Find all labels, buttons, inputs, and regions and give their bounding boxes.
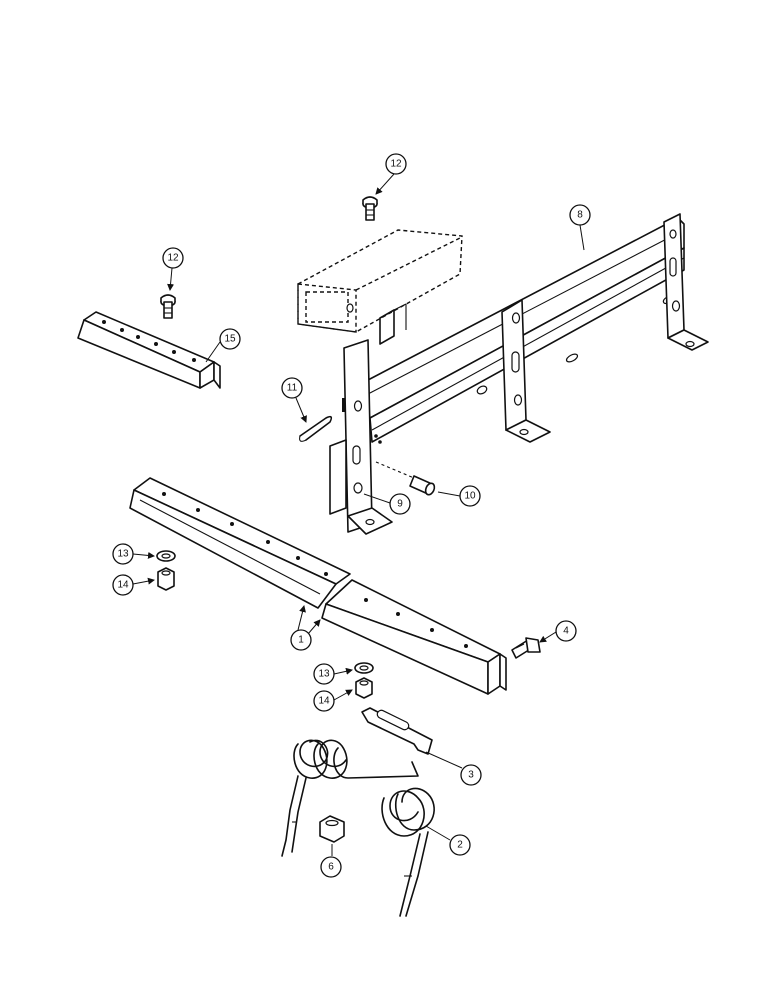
svg-text:4: 4	[563, 626, 569, 637]
svg-text:8: 8	[577, 210, 583, 221]
callout-6: 6	[320, 844, 342, 878]
callout-4: 4	[539, 620, 577, 643]
svg-text:3: 3	[468, 770, 474, 781]
callout-10: 10	[437, 485, 481, 507]
callout-2: 2	[425, 825, 471, 856]
callout-3: 3	[425, 751, 482, 786]
spring-tine-2	[281, 739, 435, 917]
svg-text:12: 12	[167, 253, 179, 264]
clamp-plate-3	[361, 707, 433, 755]
svg-text:9: 9	[397, 499, 403, 510]
svg-text:2: 2	[457, 840, 463, 851]
svg-text:13: 13	[318, 669, 330, 680]
svg-text:14: 14	[318, 696, 330, 707]
phantom-drawbar	[297, 229, 463, 345]
callout-15: 15	[205, 328, 241, 363]
svg-text:6: 6	[328, 862, 334, 873]
main-frame-bar	[367, 217, 685, 443]
callout-12-top: 12	[375, 153, 407, 195]
svg-text:12: 12	[390, 159, 402, 170]
left-upright-bracket	[329, 339, 393, 535]
svg-text:13: 13	[117, 549, 129, 560]
callout-12-left: 12	[162, 247, 184, 291]
channel-bar-1-right	[321, 579, 507, 695]
hair-pin-11	[299, 415, 333, 442]
callout-14-left: 14	[112, 574, 155, 596]
svg-text:14: 14	[117, 580, 129, 591]
bolt-4	[511, 637, 541, 659]
channel-bar-1-left	[129, 477, 351, 609]
bolt-12-top	[362, 196, 378, 221]
nut-14-middle	[355, 677, 373, 699]
washer-13-middle	[354, 662, 374, 674]
callout-14-middle: 14	[313, 689, 353, 712]
callout-1: 1	[290, 605, 321, 651]
channel-15	[77, 311, 221, 389]
middle-upright-bracket	[501, 299, 551, 443]
washer-13-left	[156, 550, 176, 562]
right-upright-bracket	[663, 213, 709, 351]
callout-8: 8	[569, 204, 591, 251]
pin-10	[375, 461, 436, 496]
bolt-12-left	[160, 294, 176, 319]
svg-text:11: 11	[287, 383, 298, 394]
svg-text:15: 15	[224, 334, 236, 345]
callout-13-left: 13	[112, 543, 155, 565]
svg-text:10: 10	[464, 491, 476, 502]
callout-11: 11	[281, 377, 307, 423]
callout-9: 9	[363, 493, 411, 515]
svg-text:1: 1	[298, 635, 304, 646]
nut-6	[319, 815, 345, 843]
nut-14-left	[157, 567, 175, 591]
callout-13-middle: 13	[313, 663, 353, 685]
